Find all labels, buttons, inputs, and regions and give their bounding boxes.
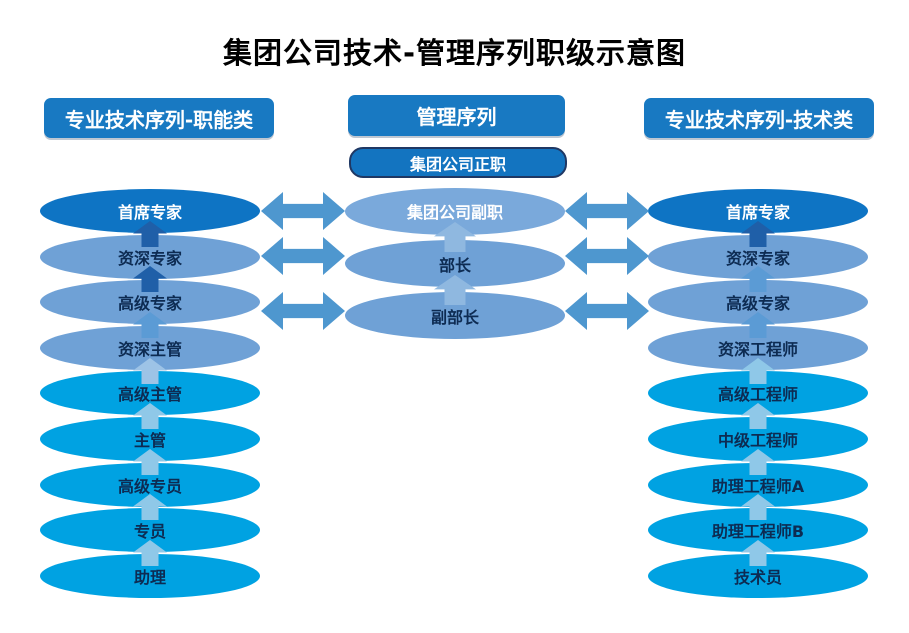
promotion-up-arrow <box>434 222 476 253</box>
cross-sequence-double-arrow <box>261 190 345 232</box>
promotion-up-arrow <box>133 448 167 475</box>
promotion-up-arrow <box>133 540 167 566</box>
cross-sequence-double-arrow <box>261 235 345 277</box>
promotion-up-arrow <box>741 403 775 430</box>
promotion-up-arrow <box>741 266 775 293</box>
promotion-up-arrow <box>133 312 167 338</box>
promotion-up-arrow <box>133 266 167 293</box>
promotion-up-arrow <box>741 448 775 475</box>
promotion-up-arrow <box>741 540 775 566</box>
cross-sequence-double-arrow <box>565 190 649 232</box>
cross-sequence-double-arrow <box>565 290 649 332</box>
column-header-technical: 专业技术序列-技术类 <box>644 98 874 138</box>
promotion-up-arrow <box>741 220 775 247</box>
promotion-up-arrow <box>133 494 167 521</box>
cross-sequence-double-arrow <box>565 235 649 277</box>
column-header-management: 管理序列 <box>348 95 565 136</box>
promotion-up-arrow <box>133 357 167 384</box>
top-role-pill: 集团公司正职 <box>349 147 567 178</box>
promotion-up-arrow <box>741 312 775 338</box>
cross-sequence-double-arrow <box>261 290 345 332</box>
promotion-up-arrow <box>741 357 775 384</box>
column-header-functional: 专业技术序列-职能类 <box>44 98 274 138</box>
page-title: 集团公司技术-管理序列职级示意图 <box>222 36 687 70</box>
promotion-up-arrow <box>133 220 167 247</box>
promotion-up-arrow <box>434 274 476 305</box>
left-level-ellipse: 助理 <box>40 553 260 598</box>
promotion-up-arrow <box>741 494 775 521</box>
promotion-up-arrow <box>133 403 167 430</box>
